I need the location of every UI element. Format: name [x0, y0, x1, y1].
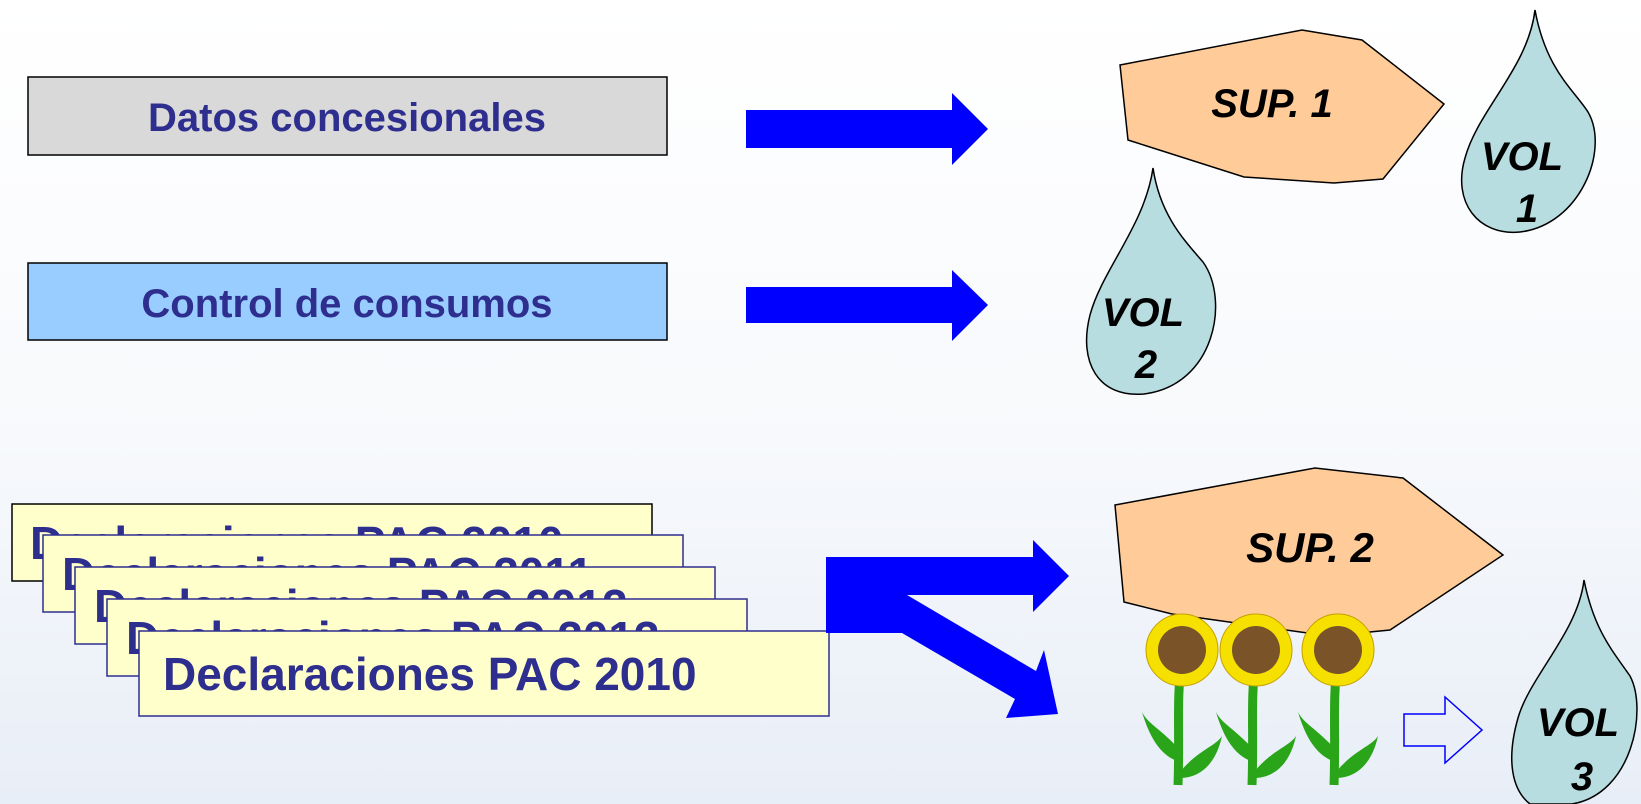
vol-2-line1: VOL [1102, 291, 1184, 335]
vol-3-line1: VOL [1537, 701, 1619, 745]
arrow-right-icon [746, 270, 988, 341]
declaration-card-label: Declaraciones PAC 2010 [163, 648, 697, 700]
outline-arrow-icon [1403, 695, 1484, 765]
box-control-consumos-bg [27, 262, 668, 341]
box-datos-concesionales-bg [27, 76, 668, 156]
drop-vol-2: VOL 2 [1085, 167, 1217, 395]
arrow-right-icon [746, 93, 988, 165]
box-datos-concesionales-label: Datos concesionales [148, 96, 546, 140]
sup-2-label: SUP. 2 [1246, 524, 1374, 571]
water-drop-icon [1460, 9, 1596, 233]
arrow-right-icon [826, 595, 1058, 718]
declarations-stack: Declaraciones PAC 2010 Declaraciones PAC… [11, 503, 830, 717]
sup-1-label: SUP. 1 [1211, 82, 1333, 126]
water-drop-icon [1085, 167, 1217, 395]
vol-3-line2: 3 [1571, 755, 1593, 799]
shape-sup-2: SUP. 2 [1114, 467, 1505, 637]
sup-1-shape [1119, 29, 1446, 184]
shape-sup-1: SUP. 1 [1119, 29, 1446, 184]
drop-vol-1: VOL 1 [1460, 9, 1596, 233]
vol-1-line1: VOL [1481, 135, 1563, 179]
vol-2-line2: 2 [1134, 343, 1157, 387]
box-control-consumos-label: Control de consumos [141, 282, 552, 326]
sunflower-icon [1298, 613, 1378, 786]
declaration-card-bg [138, 630, 830, 717]
sunflower-icon [1216, 613, 1296, 786]
box-datos-concesionales: Datos concesionales [27, 76, 668, 156]
sunflower-icon [1142, 613, 1222, 786]
vol-1-line2: 1 [1516, 187, 1538, 231]
sup-2-shape [1114, 467, 1505, 637]
sunflowers [1142, 613, 1378, 786]
drop-vol-3: VOL 3 [1511, 579, 1638, 804]
box-control-consumos: Control de consumos [27, 262, 668, 341]
declaration-card-front: Declaraciones PAC 2010 [138, 630, 830, 717]
arrow-right-icon [826, 540, 1069, 612]
